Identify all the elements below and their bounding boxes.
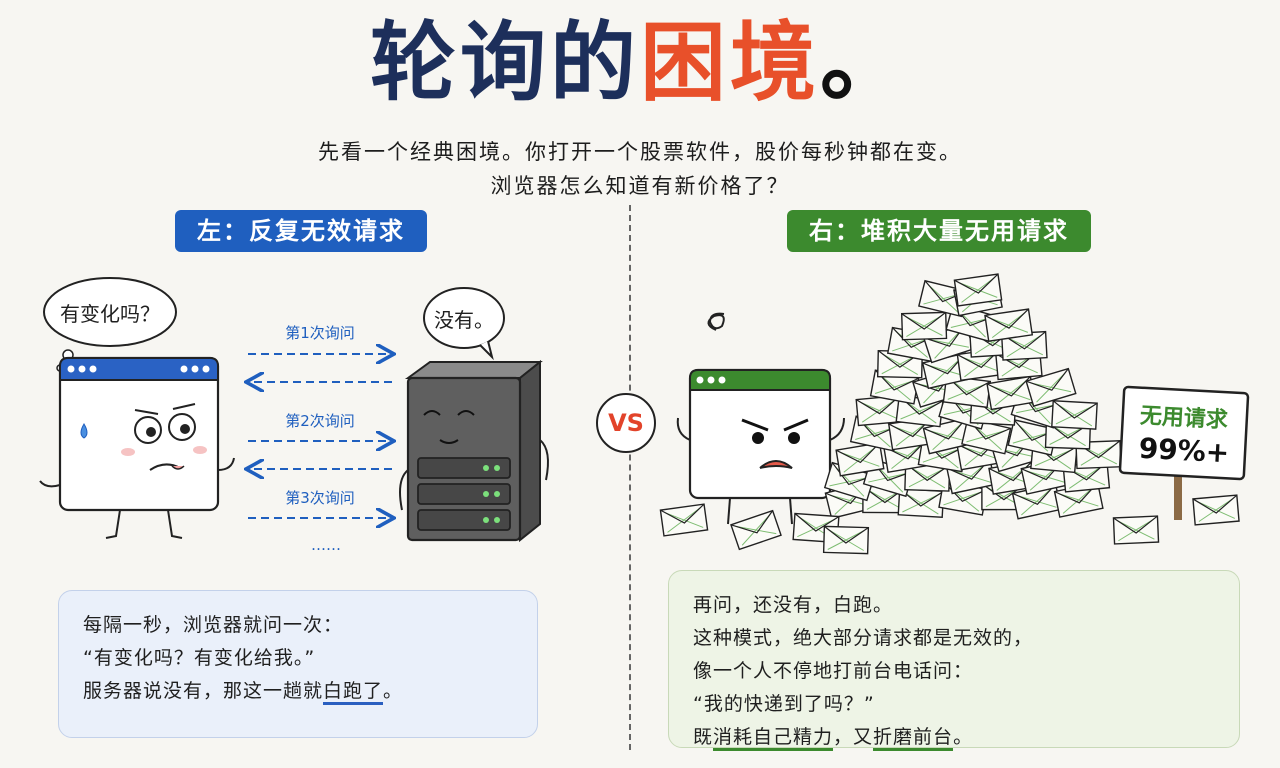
envelope-icon xyxy=(855,394,904,427)
left-panel-line2: “有变化吗？有变化给我。” xyxy=(83,647,316,669)
request-label-3: 第3次询问 xyxy=(285,489,355,507)
page-title: 轮询的困境。 xyxy=(0,8,1280,118)
sleepy-server-character xyxy=(399,359,549,543)
right-panel-line4: “我的快递到了吗？” xyxy=(693,693,875,715)
envelope-icon xyxy=(869,369,920,405)
request-ellipsis: …… xyxy=(311,536,341,554)
envelope-icon xyxy=(659,503,709,537)
left-panel-line3-pre: 服务器说没有，那这一趟就 xyxy=(83,680,324,702)
envelope-icon xyxy=(1051,400,1098,430)
angry-browser-character xyxy=(676,312,845,525)
right-panel-emphasis-2: 折磨前台 xyxy=(873,726,954,751)
right-panel-line3: 像一个人不停地打前台电话问： xyxy=(693,660,974,682)
server-speech-bubble xyxy=(423,287,505,361)
title-part1: 轮询的 xyxy=(370,13,640,113)
subtitle-line1: 先看一个经典困境。你打开一个股票软件，股价每秒钟都在变。 xyxy=(318,140,962,164)
title-part2: 困境 xyxy=(640,13,820,113)
envelope-icon xyxy=(984,308,1034,342)
left-panel-emphasis: 白跑了 xyxy=(323,680,384,705)
useless-requests-sign xyxy=(1118,385,1250,520)
envelope-pile xyxy=(659,273,1240,555)
request-arrows xyxy=(248,354,392,518)
envelope-icon xyxy=(835,442,885,477)
right-panel-line1: 再问，还没有，白跑。 xyxy=(693,594,894,616)
browser-bubble-text: 有变化吗？ xyxy=(60,302,160,326)
request-label-2: 第2次询问 xyxy=(285,412,355,430)
right-panel-line5-a: 既 xyxy=(693,726,714,748)
center-divider xyxy=(629,205,631,750)
envelope-icon xyxy=(1007,418,1058,456)
envelope-icon xyxy=(953,273,1003,307)
left-explanation-panel: 每隔一秒，浏览器就问一次： “有变化吗？有变化给我。” 服务器说没有，那这一趟就… xyxy=(58,590,538,738)
envelope-icon xyxy=(1112,515,1160,545)
title-period: 。 xyxy=(820,13,910,113)
worried-browser-character xyxy=(39,356,235,539)
envelope-icon xyxy=(900,311,948,341)
right-section-badge: 右：堆积大量无用请求 xyxy=(787,210,1091,252)
envelope-icon xyxy=(1025,367,1077,407)
sign-label: 无用请求 xyxy=(1139,403,1229,434)
sign-value: 99%+ xyxy=(1137,431,1231,470)
envelope-icon xyxy=(1192,494,1240,526)
server-bubble-text: 没有。 xyxy=(434,308,494,332)
left-panel-line3-post: 。 xyxy=(383,680,404,702)
envelope-icon xyxy=(986,375,1036,411)
envelope-icon xyxy=(956,347,1006,382)
right-explanation-panel: 再问，还没有，白跑。 这种模式，绝大部分请求都是无效的， 像一个人不停地打前台电… xyxy=(668,570,1240,751)
left-section-badge: 左：反复无效请求 xyxy=(175,210,427,252)
left-panel-line1: 每隔一秒，浏览器就问一次： xyxy=(83,614,344,636)
request-label-1: 第1次询问 xyxy=(285,324,355,342)
right-panel-emphasis-1: 消耗自己精力 xyxy=(713,726,834,751)
envelope-icon xyxy=(822,525,870,555)
right-panel-line5-b: ，又 xyxy=(833,726,874,748)
right-panel-line5: 既消耗自己精力，又折磨前台。 xyxy=(693,721,1215,754)
right-panel-line2: 这种模式，绝大部分请求都是无效的， xyxy=(693,627,1034,649)
right-panel-line5-c: 。 xyxy=(953,726,974,748)
vs-badge: VS xyxy=(596,393,656,453)
envelope-icon xyxy=(922,417,974,455)
subtitle-line2: 浏览器怎么知道有新价格了？ xyxy=(490,174,790,198)
browser-speech-bubble xyxy=(43,277,177,372)
left-panel-line3: 服务器说没有，那这一趟就白跑了。 xyxy=(83,675,513,708)
envelope-icon xyxy=(730,509,782,551)
